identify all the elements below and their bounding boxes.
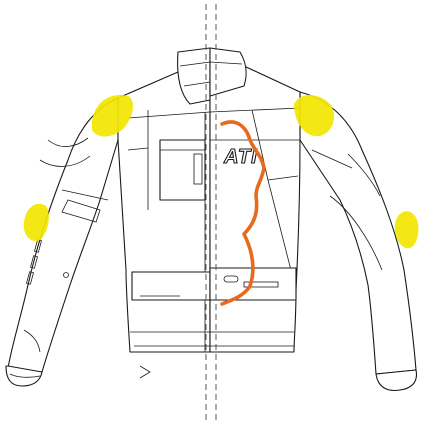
left-sleeve	[7, 97, 119, 373]
collar-left	[177, 47, 211, 105]
right-cuff	[375, 369, 418, 392]
collar-right	[209, 47, 247, 97]
shoulder-protector-left	[92, 95, 133, 137]
shoulder-protector-icon	[294, 95, 335, 137]
right-sleeve	[299, 91, 417, 375]
elbow-protector-left	[23, 203, 49, 242]
elbow-protector-icon	[394, 211, 419, 249]
left-torso	[117, 71, 211, 353]
shoulder-protector-right	[294, 95, 335, 137]
elbow-protector-right	[394, 211, 419, 249]
jacket-front-half	[5, 47, 211, 387]
brand-logo: ATI	[223, 146, 258, 168]
chest-pocket	[159, 139, 206, 201]
shoulder-protector-icon	[92, 95, 133, 137]
back-protector-icon	[220, 120, 266, 306]
left-cuff	[5, 365, 43, 387]
elbow-protector-icon	[23, 203, 49, 242]
